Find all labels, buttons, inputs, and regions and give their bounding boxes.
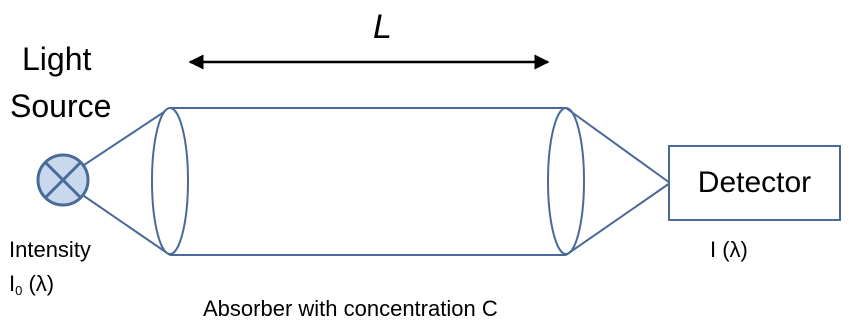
- cell-exit-face: [547, 107, 585, 255]
- lamp-cross-circle-icon: [36, 153, 90, 207]
- output-ray-top: [565, 107, 671, 184]
- initial-intensity-subscript: 0: [15, 283, 23, 298]
- output-ray-bottom: [565, 182, 671, 256]
- detector-label: Detector: [697, 166, 812, 199]
- light-source-label-line1: Light: [22, 41, 92, 77]
- absorber-label: Absorber with concentration C: [203, 296, 498, 321]
- input-ray-top: [83, 107, 171, 166]
- initial-intensity-label: I0 (λ): [9, 271, 55, 298]
- input-ray-bottom: [83, 195, 171, 256]
- path-length-label: L: [373, 8, 392, 46]
- intensity-label: Intensity: [9, 237, 91, 262]
- detector-box: [668, 145, 841, 221]
- transmitted-intensity-label: I (λ): [710, 237, 748, 262]
- cell-entrance-face: [151, 107, 189, 255]
- initial-intensity-symbol: I: [9, 271, 16, 296]
- initial-intensity-argument: (λ): [22, 271, 55, 296]
- light-source-label-line2: Source: [10, 88, 112, 124]
